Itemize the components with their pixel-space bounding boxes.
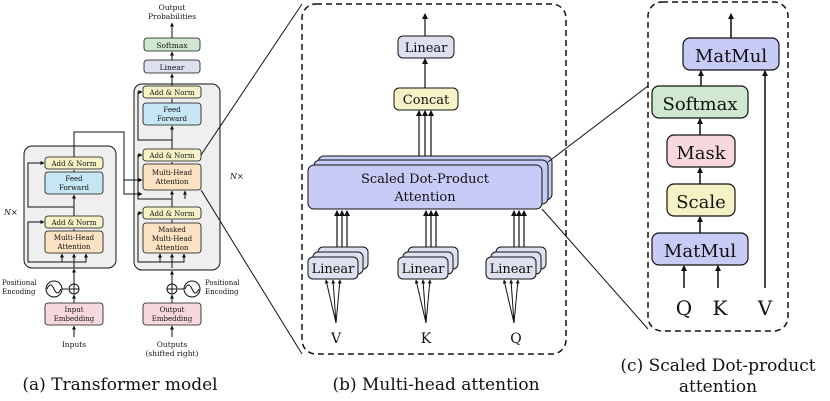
input-embedding-label-1: Input bbox=[64, 306, 83, 314]
mh-concat-label: Concat bbox=[403, 93, 450, 108]
sdpa-matmul-top-box bbox=[682, 37, 780, 71]
mh-linear-k-label: Linear bbox=[402, 262, 446, 277]
encoder-positional-label-2: Encoding bbox=[2, 288, 36, 296]
encoder-nx-label: N× bbox=[3, 208, 18, 217]
sdpa-k-label: K bbox=[713, 296, 729, 320]
sdpa-dashed-frame bbox=[647, 1, 789, 332]
mh-sdpa-label-1: Scaled Dot-Product bbox=[361, 172, 490, 187]
output-probabilities-label-2: Probabilities bbox=[148, 12, 196, 21]
decoder-masked-label-2: Multi-Head bbox=[152, 235, 193, 243]
mh-linear-label: Linear bbox=[405, 41, 449, 56]
decoder-masked-label-3: Attention bbox=[155, 244, 189, 252]
mh-v-label: V bbox=[330, 331, 342, 347]
sdpa-panel: MatMul Softmax Mask Scale MatMul Q K V bbox=[647, 1, 789, 332]
decoder-nx-label: N× bbox=[229, 172, 244, 181]
sdpa-matmul-bottom-label: MatMul bbox=[664, 241, 736, 262]
mh-q-label: Q bbox=[510, 331, 521, 347]
output-embedding-label-2: Embedding bbox=[152, 315, 193, 323]
mh-linear-q-stack: Linear bbox=[485, 246, 547, 280]
encoder-mha-label-1: Multi-Head bbox=[54, 234, 95, 242]
outputs-label-2: (shifted right) bbox=[146, 349, 199, 358]
outputs-label-1: Outputs bbox=[157, 340, 188, 349]
decoder-multi-head-attention bbox=[142, 163, 202, 191]
decoder-linear-label: Linear bbox=[160, 63, 185, 72]
encoder-mha-label-2: Attention bbox=[57, 243, 91, 251]
sdpa-matmul-bottom-box bbox=[651, 232, 749, 266]
caption-c-line-2: attention bbox=[679, 377, 757, 397]
encoder-positional-label-1: Positional bbox=[2, 279, 37, 287]
multihead-panel: Linear Concat Scaled Dot-Product Attenti… bbox=[301, 3, 567, 355]
decoder-feed-forward-label-1: Feed bbox=[163, 106, 181, 114]
mh-linear-k-stack: Linear bbox=[397, 246, 459, 280]
decoder-positional-label-1: Positional bbox=[205, 279, 240, 287]
decoder-mha-label-2: Attention bbox=[155, 178, 189, 186]
sdpa-softmax-label: Softmax bbox=[662, 94, 737, 115]
decoder-softmax-box bbox=[143, 37, 201, 52]
encoder-feed-forward-label-2: Forward bbox=[59, 184, 90, 192]
mh-linear-v-label: Linear bbox=[312, 262, 356, 277]
sdpa-scale-label: Scale bbox=[676, 192, 726, 213]
mh-sdpa-box bbox=[307, 164, 543, 210]
decoder-positional-label-2: Encoding bbox=[205, 288, 239, 296]
multihead-dashed-frame bbox=[301, 3, 567, 355]
decoder-linear-box bbox=[143, 59, 201, 74]
decoder-feed-forward-label-2: Forward bbox=[157, 115, 188, 123]
input-embedding-label-2: Embedding bbox=[54, 315, 95, 323]
sdpa-v-label: V bbox=[757, 296, 773, 320]
decoder-add-norm-1-label: Add & Norm bbox=[148, 210, 194, 218]
decoder-add-norm-3-label: Add & Norm bbox=[148, 89, 194, 97]
sdpa-q-label: Q bbox=[676, 296, 692, 320]
decoder-masked-label-1: Masked bbox=[158, 226, 186, 234]
mh-linear-q-label: Linear bbox=[490, 262, 534, 277]
decoder-add-norm-2-label: Add & Norm bbox=[148, 152, 194, 160]
decoder-add-norm-3 bbox=[142, 85, 202, 99]
caption-b: (b) Multi-head attention bbox=[332, 375, 539, 395]
caption-c-line-1: (c) Scaled Dot-product bbox=[620, 356, 815, 376]
encoder-feed-forward-label-1: Feed bbox=[65, 175, 83, 183]
output-probabilities-label: Output bbox=[159, 3, 186, 12]
caption-a: (a) Transformer model bbox=[22, 375, 217, 395]
encoder-add-norm-2-label: Add & Norm bbox=[50, 160, 96, 168]
transformer-panel: Output Probabilities Softmax Linear Add … bbox=[2, 3, 244, 358]
inputs-label: Inputs bbox=[62, 340, 86, 349]
encoder-add-norm-1-label: Add & Norm bbox=[50, 219, 96, 227]
mh-k-label: K bbox=[421, 331, 432, 347]
mh-sdpa-label-2: Attention bbox=[393, 190, 456, 205]
decoder-mha-label-1: Multi-Head bbox=[152, 169, 193, 177]
decoder-softmax-label: Softmax bbox=[156, 41, 188, 50]
sdpa-matmul-top-label: MatMul bbox=[695, 46, 767, 67]
sdpa-mask-label: Mask bbox=[676, 143, 726, 164]
mh-linear-v-stack: Linear bbox=[307, 246, 369, 280]
output-embedding-label-1: Output bbox=[160, 306, 185, 314]
